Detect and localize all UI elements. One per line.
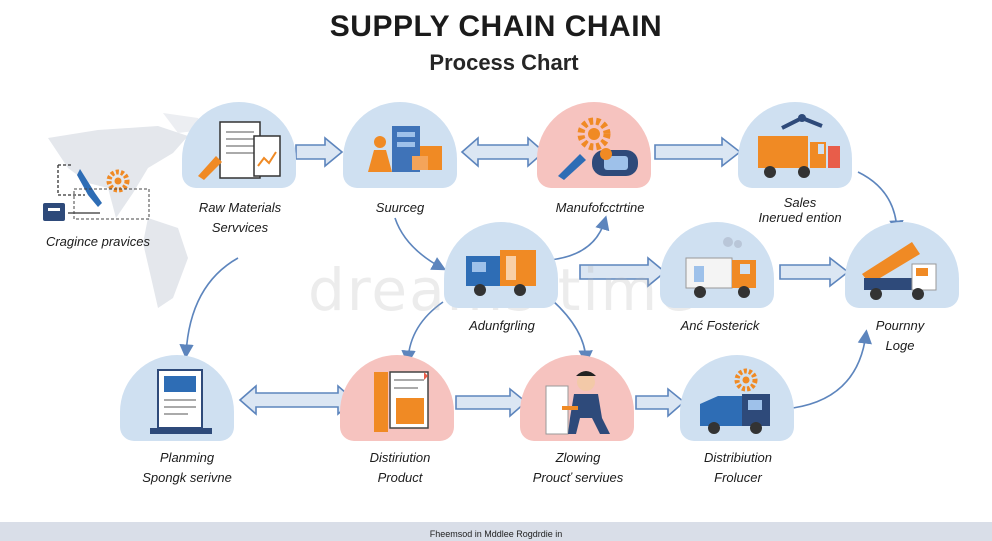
arrow-adunfgrling-to-foster — [579, 256, 667, 288]
arrow-sourcing-manufacturing — [460, 136, 546, 168]
curve-adunfgrling-to-manufacturing — [549, 215, 610, 261]
node-pournny — [845, 222, 959, 308]
laptop-icon — [150, 369, 212, 434]
footer-text: Fheemsod in Mddlee Rogdrdie in — [429, 529, 563, 539]
arrow-distprod-to-zlowing — [455, 387, 528, 418]
page-subtitle: Process Chart — [429, 50, 579, 75]
curve-adunfgrling-to-zlowing — [551, 299, 593, 365]
arrow-zlowing-to-distfrol — [635, 387, 686, 418]
delivery-truck-icon — [466, 250, 536, 296]
dump-truck-icon — [862, 242, 937, 300]
warehouse-worker-icon — [368, 126, 442, 172]
curve-distfrol-to-pournny — [792, 329, 872, 409]
gear-machine-icon — [558, 117, 638, 180]
arrow-planning-distprod — [238, 384, 356, 416]
page-title: SUPPLY CHAIN CHAIN — [329, 10, 663, 43]
arrow-raw-to-sourcing — [295, 136, 344, 168]
arrow-foster-to-pournny — [779, 256, 850, 288]
box-truck-icon — [685, 237, 756, 298]
curve-map-to-planning — [179, 257, 239, 359]
cargo-truck-icon — [758, 114, 840, 178]
person-working-icon — [545, 371, 610, 435]
arrow-manufacturing-to-sales — [654, 136, 742, 168]
van-gear-icon — [700, 368, 770, 434]
documents-icon — [198, 121, 281, 180]
map-pin-icon — [43, 164, 150, 221]
node-label-adunfgrling: Adunfgrling — [469, 318, 535, 333]
node-label-sourcing: Suurceg — [375, 200, 425, 215]
curve-adunfgrling-to-distprod — [401, 301, 444, 365]
footer-bar — [0, 522, 992, 541]
node-label-crane: Cragince pravices — [45, 234, 151, 249]
node-label-manufacturing: Manufofcctrtine — [555, 200, 645, 215]
shelves-icon — [374, 371, 429, 432]
node-label-foster: Anć Fosterick — [680, 318, 760, 333]
curve-sourcing-to-adunfgrling — [394, 217, 447, 271]
